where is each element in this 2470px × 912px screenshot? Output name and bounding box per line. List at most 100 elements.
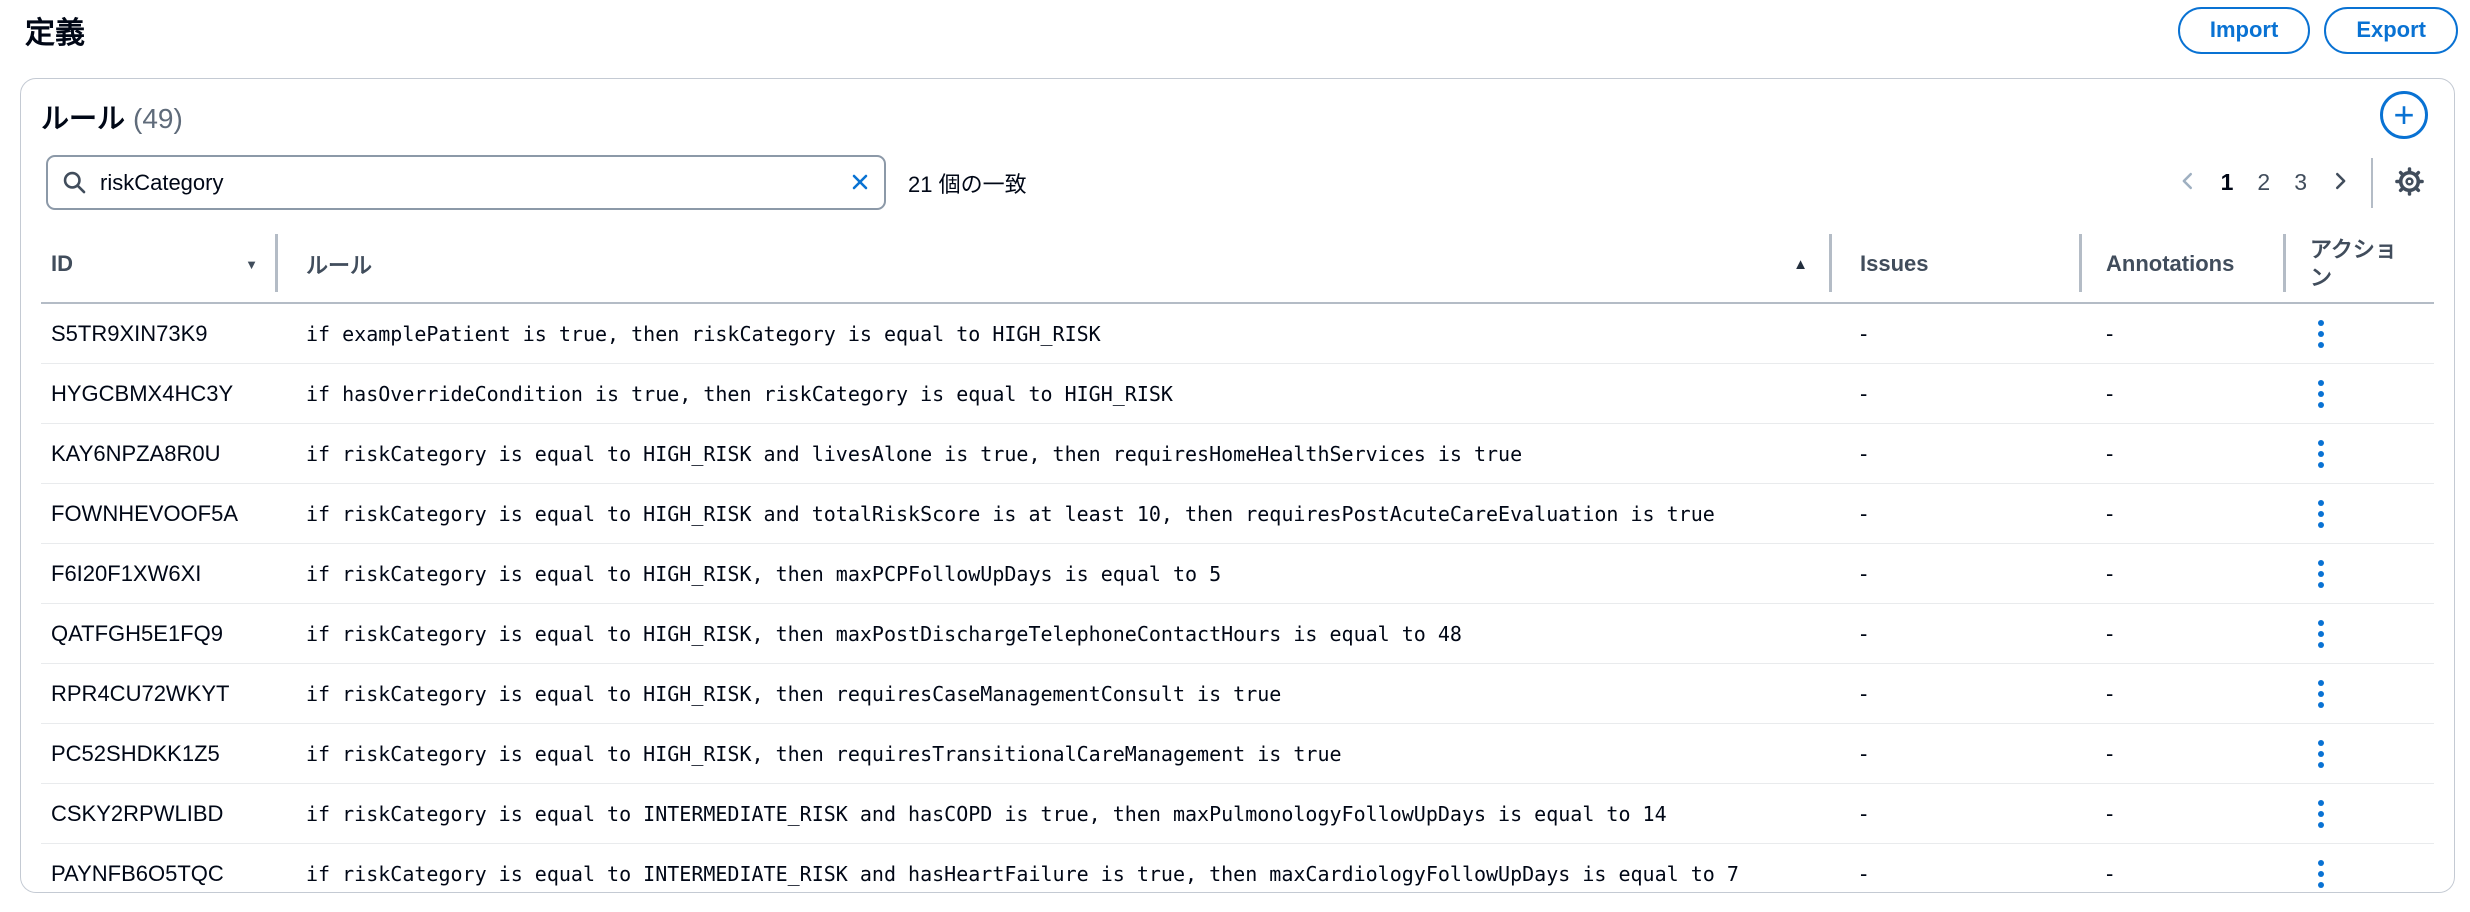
table-row: FOWNHEVOOF5A if riskCategory is equal to… — [41, 484, 2434, 544]
table-settings-button[interactable] — [2387, 163, 2432, 203]
clear-search-button[interactable] — [846, 168, 874, 199]
issues-cell: - — [1860, 740, 1868, 766]
column-header-annotations: Annotations — [2082, 226, 2286, 302]
kebab-icon — [2318, 559, 2324, 566]
table-row: KAY6NPZA8R0U if riskCategory is equal to… — [41, 424, 2434, 484]
rule-text-cell: if riskCategory is equal to HIGH_RISK an… — [306, 501, 1715, 526]
toolbar-right: 1 2 3 — [2167, 157, 2434, 208]
import-button[interactable]: Import — [2177, 6, 2311, 54]
search-input[interactable] — [46, 155, 886, 210]
chevron-left-icon — [2177, 170, 2199, 195]
panel-item-count: (49) — [133, 103, 183, 134]
annotations-cell: - — [2106, 380, 2114, 406]
table-header-row: ID ▼ ルール ▲ Issues Annotations アクション — [41, 226, 2434, 304]
kebab-icon — [2318, 679, 2324, 686]
next-page-button[interactable] — [2319, 170, 2361, 195]
column-label: ID — [51, 251, 73, 276]
row-actions-menu-button[interactable] — [2310, 554, 2332, 594]
column-header-id[interactable]: ID ▼ — [41, 226, 278, 302]
kebab-icon — [2318, 439, 2324, 446]
rule-id-cell: F6I20F1XW6XI — [51, 560, 202, 586]
issues-cell: - — [1860, 560, 1868, 586]
panel-title: ルール — [41, 103, 126, 134]
table-row: PAYNFB6O5TQC if riskCategory is equal to… — [41, 844, 2434, 893]
sort-ascending-icon: ▲ — [1793, 255, 1808, 273]
row-actions-menu-button[interactable] — [2310, 314, 2332, 354]
rule-text-cell: if riskCategory is equal to HIGH_RISK, t… — [306, 621, 1462, 646]
issues-cell: - — [1860, 860, 1868, 886]
column-label: アクション — [2310, 237, 2397, 290]
rule-id-cell: QATFGH5E1FQ9 — [51, 620, 223, 646]
rule-text-cell: if riskCategory is equal to INTERMEDIATE… — [306, 801, 1667, 826]
actions-cell — [2286, 544, 2434, 603]
kebab-icon — [2318, 799, 2324, 806]
column-label: ルール — [306, 253, 373, 278]
rules-panel: ルール(49) + 21 個の一致 1 2 3 — [20, 78, 2455, 893]
annotations-cell: - — [2106, 740, 2114, 766]
page-number-button[interactable]: 2 — [2245, 169, 2282, 196]
issues-cell: - — [1860, 680, 1868, 706]
rule-text-cell: if riskCategory is equal to HIGH_RISK, t… — [306, 561, 1222, 586]
previous-page-button[interactable] — [2167, 170, 2209, 195]
rule-text-cell: if riskCategory is equal to INTERMEDIATE… — [306, 861, 1739, 886]
header-actions: Import Export — [2177, 6, 2458, 54]
actions-cell — [2286, 484, 2434, 543]
row-actions-menu-button[interactable] — [2310, 434, 2332, 474]
row-actions-menu-button[interactable] — [2310, 674, 2332, 714]
row-actions-menu-button[interactable] — [2310, 734, 2332, 774]
annotations-cell: - — [2106, 680, 2114, 706]
column-header-actions: アクション — [2286, 226, 2434, 302]
row-actions-menu-button[interactable] — [2310, 494, 2332, 534]
column-label: Issues — [1860, 251, 1929, 276]
column-label: Annotations — [2106, 251, 2235, 276]
rule-id-cell: FOWNHEVOOF5A — [51, 500, 239, 526]
page-header: 定義 Import Export — [0, 0, 2470, 56]
kebab-icon — [2318, 319, 2324, 326]
add-rule-button[interactable]: + — [2380, 91, 2428, 139]
annotations-cell: - — [2106, 620, 2114, 646]
kebab-icon — [2318, 859, 2324, 866]
page-number-button[interactable]: 1 — [2209, 169, 2246, 196]
issues-cell: - — [1860, 320, 1868, 346]
rule-text-cell: if riskCategory is equal to HIGH_RISK an… — [306, 441, 1523, 466]
table-toolbar: 21 個の一致 1 2 3 — [41, 155, 2434, 210]
table-row: HYGCBMX4HC3Y if hasOverrideCondition is … — [41, 364, 2434, 424]
table-body: S5TR9XIN73K9 if examplePatient is true, … — [41, 304, 2434, 893]
rule-id-cell: CSKY2RPWLIBD — [51, 800, 224, 826]
rule-text-cell: if hasOverrideCondition is true, then ri… — [306, 381, 1173, 406]
close-icon — [848, 174, 872, 197]
annotations-cell: - — [2106, 440, 2114, 466]
issues-cell: - — [1860, 440, 1868, 466]
kebab-icon — [2318, 379, 2324, 386]
annotations-cell: - — [2106, 800, 2114, 826]
toolbar-divider — [2371, 157, 2373, 208]
actions-cell — [2286, 364, 2434, 423]
export-button[interactable]: Export — [2324, 6, 2458, 54]
column-header-issues: Issues — [1832, 226, 2082, 302]
row-actions-menu-button[interactable] — [2310, 854, 2332, 893]
issues-cell: - — [1860, 380, 1868, 406]
annotations-cell: - — [2106, 560, 2114, 586]
rule-id-cell: KAY6NPZA8R0U — [51, 440, 221, 466]
sort-descending-icon: ▼ — [245, 256, 258, 272]
rule-text-cell: if riskCategory is equal to HIGH_RISK, t… — [306, 741, 1342, 766]
row-actions-menu-button[interactable] — [2310, 614, 2332, 654]
row-actions-menu-button[interactable] — [2310, 374, 2332, 414]
rule-id-cell: PC52SHDKK1Z5 — [51, 740, 220, 766]
kebab-icon — [2318, 619, 2324, 626]
table-row: CSKY2RPWLIBD if riskCategory is equal to… — [41, 784, 2434, 844]
plus-icon: + — [2393, 94, 2415, 135]
issues-cell: - — [1860, 800, 1868, 826]
rules-table: ID ▼ ルール ▲ Issues Annotations アクション S5TR… — [41, 226, 2434, 893]
table-row: RPR4CU72WKYT if riskCategory is equal to… — [41, 664, 2434, 724]
page-title: 定義 — [25, 17, 85, 50]
search-box — [46, 155, 886, 210]
column-header-rule[interactable]: ルール ▲ — [278, 226, 1832, 302]
row-actions-menu-button[interactable] — [2310, 794, 2332, 834]
rule-text-cell: if riskCategory is equal to HIGH_RISK, t… — [306, 681, 1282, 706]
table-row: QATFGH5E1FQ9 if riskCategory is equal to… — [41, 604, 2434, 664]
actions-cell — [2286, 424, 2434, 483]
table-row: PC52SHDKK1Z5 if riskCategory is equal to… — [41, 724, 2434, 784]
page-number-button[interactable]: 3 — [2282, 169, 2319, 196]
actions-cell — [2286, 304, 2434, 363]
